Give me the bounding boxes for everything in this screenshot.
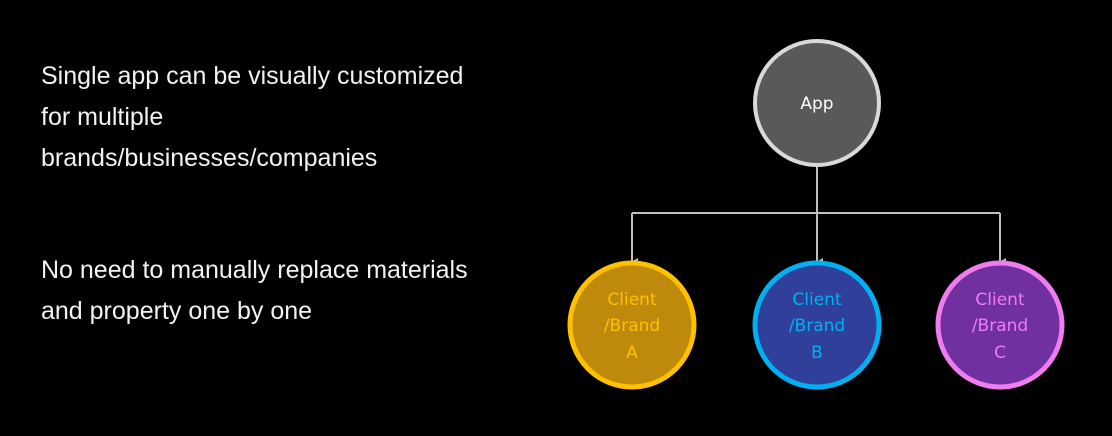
node-brand-b: Client /Brand B — [752, 260, 882, 390]
node-app-label: App — [800, 94, 833, 114]
node-label: /Brand — [972, 316, 1028, 336]
node-app: App — [753, 39, 881, 167]
node-label: C — [994, 343, 1006, 363]
bullet-text-2: No need to manually replace materials an… — [41, 256, 468, 325]
node-label: /Brand — [789, 316, 845, 336]
node-label: B — [811, 343, 823, 363]
node-brand-c: Client /Brand C — [935, 260, 1065, 390]
connectors — [631, 166, 1006, 266]
node-label: Client — [607, 290, 657, 310]
bullet-text-1: Single app can be visually customized fo… — [41, 62, 464, 172]
node-label: /Brand — [604, 316, 660, 336]
node-label: Client — [975, 290, 1025, 310]
node-brand-a: Client /Brand A — [567, 260, 697, 390]
node-label: Client — [792, 290, 842, 310]
node-label: A — [626, 343, 638, 363]
